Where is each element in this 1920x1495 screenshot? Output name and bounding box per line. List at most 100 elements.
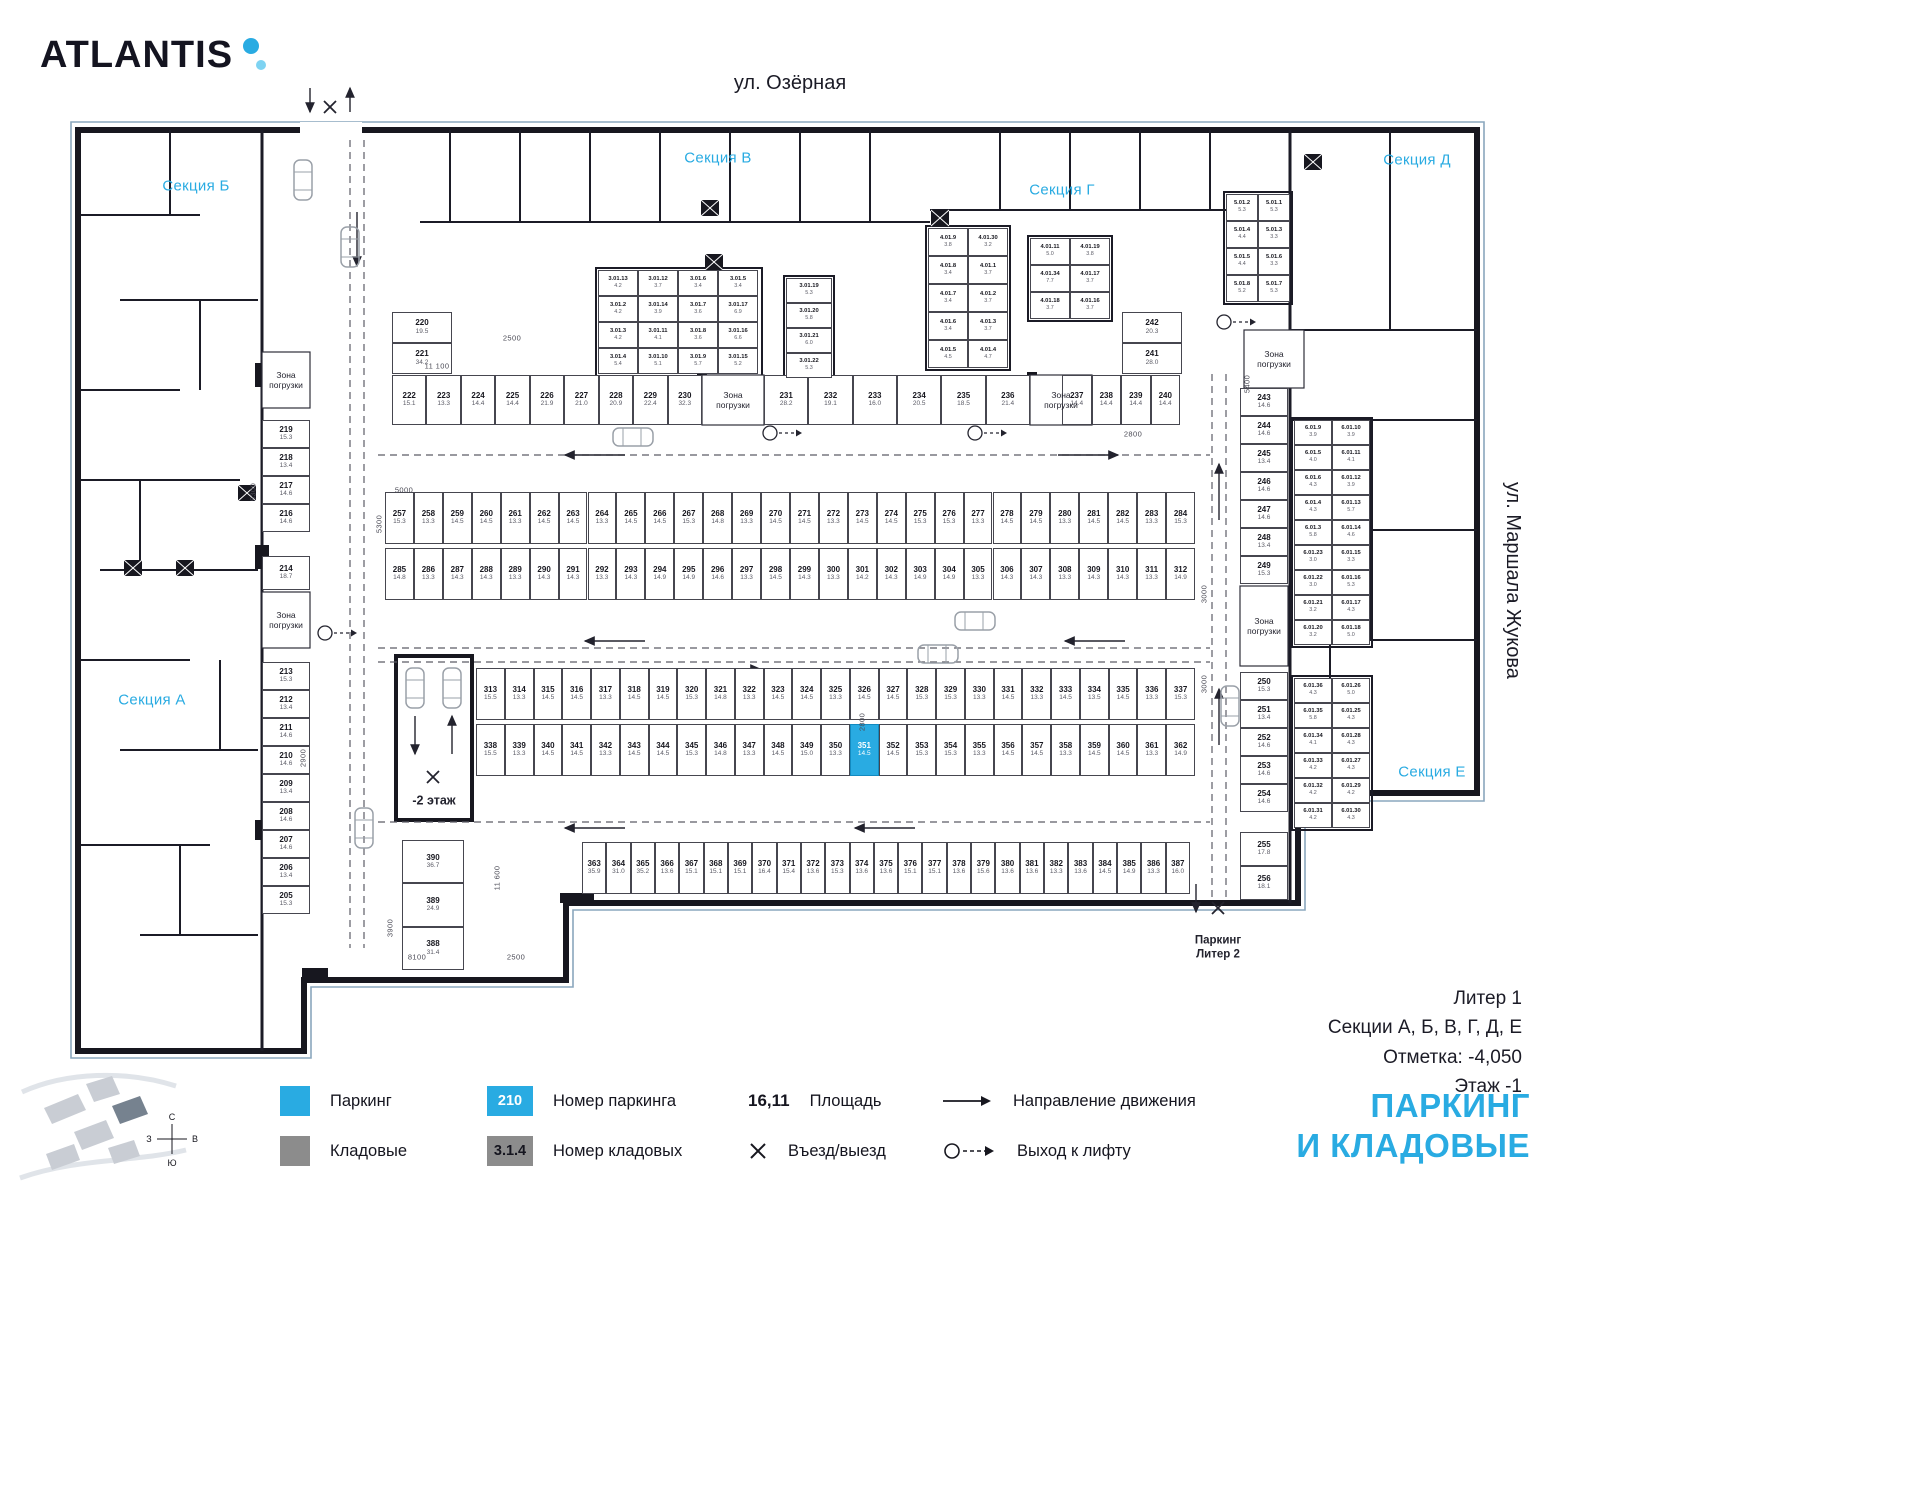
legend-label: Паркинг <box>330 1091 392 1110</box>
brand-logo: ATLANTIS <box>40 34 269 80</box>
plan-label: Паркинг Литер 2 <box>1194 934 1242 961</box>
legend-item-storage-number: 3.1.4 Номер кладовых <box>487 1136 682 1166</box>
legend-item-entry: Въезд/выезд <box>748 1136 886 1166</box>
legend-label: Кладовые <box>330 1141 408 1160</box>
compass-n: С <box>169 1112 176 1122</box>
plan-label: -2 этаж <box>412 793 456 808</box>
brand-name: ATLANTIS <box>40 34 234 76</box>
legend-label: Выход к лифту <box>1017 1141 1131 1160</box>
section-label: Секция Г <box>1029 181 1095 199</box>
section-label: Секция Е <box>1398 763 1466 781</box>
legend-item-parking-number: 210 Номер паркинга <box>487 1086 676 1116</box>
legend-item-storage: Кладовые <box>280 1136 407 1166</box>
plan-label: 2800 <box>857 712 867 732</box>
info-liter: Литер 1 <box>1453 988 1522 1009</box>
legend-item-parking: Паркинг <box>280 1086 392 1116</box>
compass: С Ю З В <box>146 1112 198 1168</box>
plan-label: 5300 <box>374 514 384 534</box>
plan-label: Зона погрузки <box>269 369 303 390</box>
section-label: Секция А <box>118 691 186 709</box>
